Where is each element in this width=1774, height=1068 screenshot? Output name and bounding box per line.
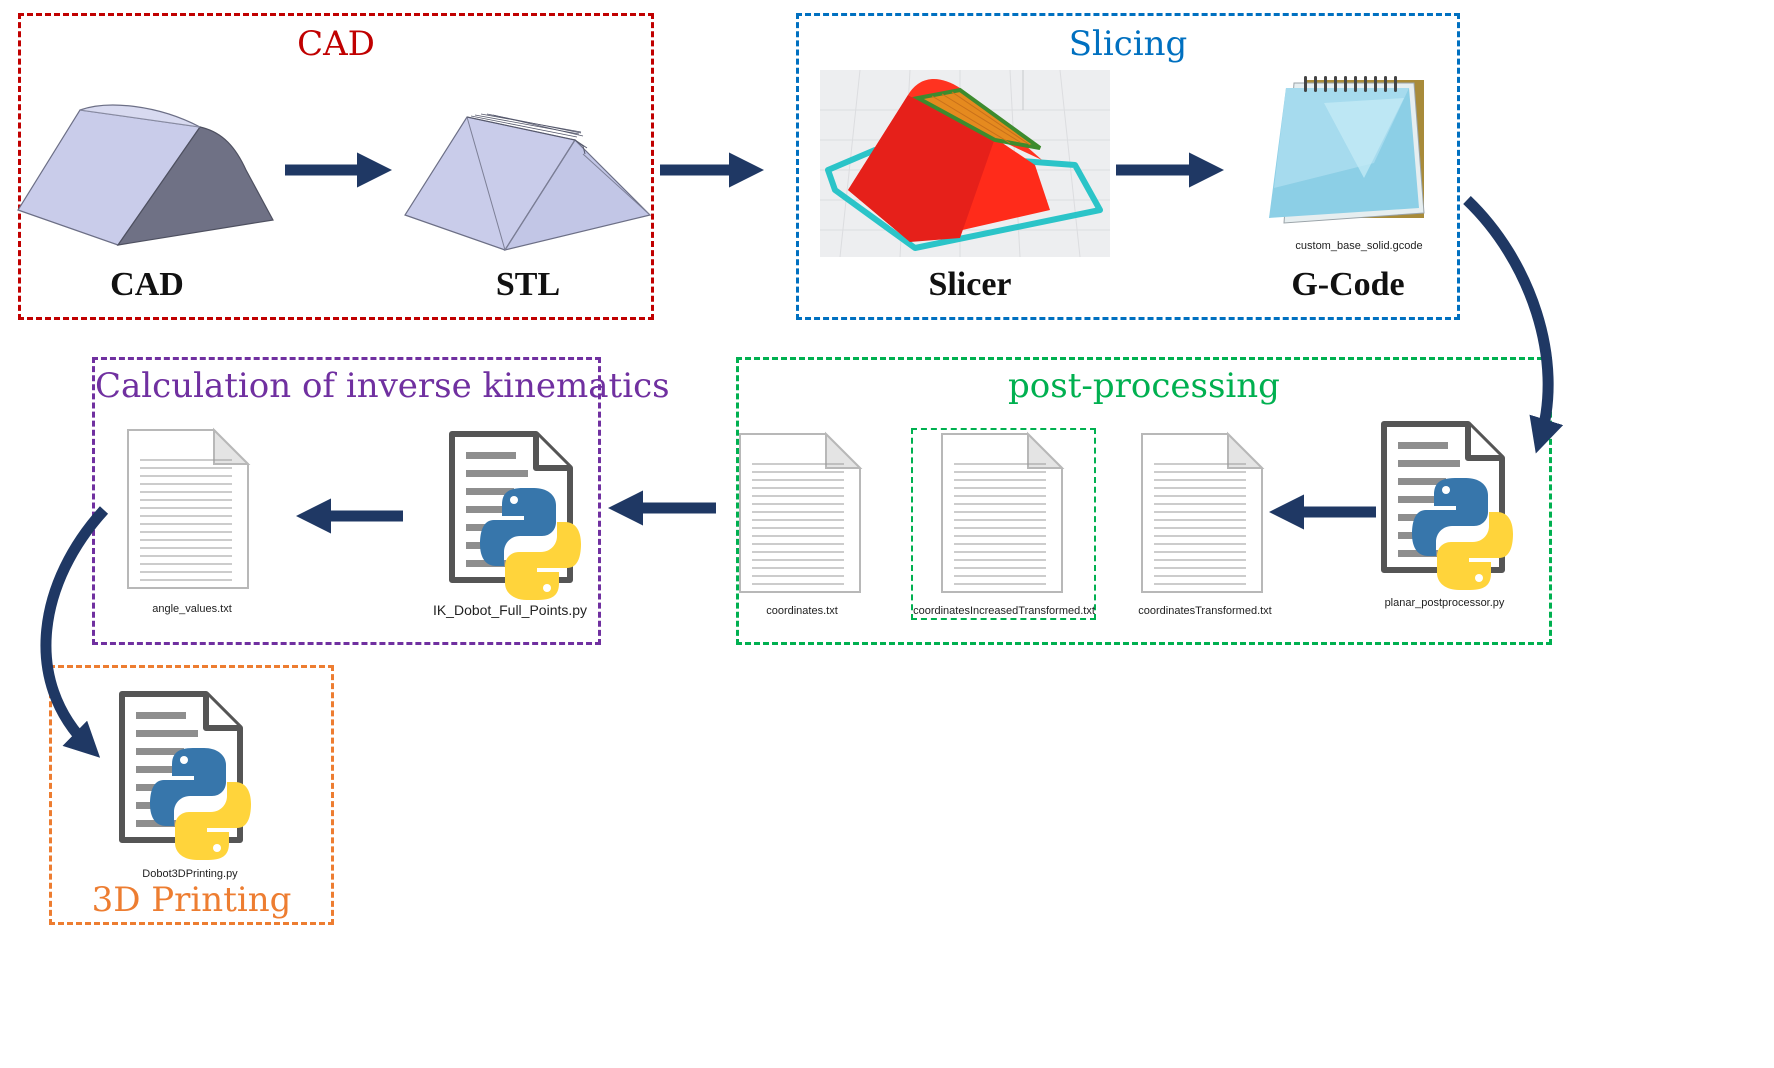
cad-group: CAD [18, 13, 654, 320]
printing-script-file-label: Dobot3DPrinting.py [142, 868, 238, 880]
python-file-icon [1380, 420, 1530, 590]
stl-step-label: STL [495, 266, 561, 303]
post-processing-group: post-processing [736, 357, 1552, 645]
gcode-file-label: custom_base_solid.gcode [1295, 240, 1423, 252]
inverse-kinematics-group: Calculation of inverse kinematics [92, 357, 670, 645]
slicer-preview-icon [820, 69, 1110, 258]
inverse-kinematics-group-title: Calculation of inverse kinematics [95, 366, 670, 406]
prism-mesh-icon [404, 112, 655, 257]
slicing-group-title: Slicing [1068, 24, 1188, 64]
coords-increased-file-label: coordinatesIncreasedTransformed.txt [913, 605, 1095, 617]
slicer-step-label: Slicer [928, 266, 1012, 303]
text-file-icon [940, 431, 1065, 597]
ik-script-file-label: IK_Dobot_Full_Points.py [432, 602, 588, 618]
text-file-icon [126, 427, 251, 593]
printing-group-title: 3D Printing [91, 880, 292, 920]
angles-file-label: angle_values.txt [152, 603, 232, 615]
postprocessor-file-label: planar_postprocessor.py [1384, 597, 1505, 609]
slicing-group: Slicing [796, 13, 1460, 320]
python-file-icon [448, 430, 598, 600]
text-file-icon [1140, 431, 1265, 597]
text-file-icon [738, 431, 863, 597]
post-processing-group-title: post-processing [1008, 366, 1280, 406]
python-file-icon [118, 690, 268, 860]
notepad-icon [1264, 68, 1444, 238]
coords-file-label: coordinates.txt [766, 605, 838, 617]
printing-group: 3D Printing [49, 665, 334, 925]
coords-transformed-file-label: coordinatesTransformed.txt [1138, 605, 1272, 617]
gcode-step-label: G-Code [1291, 266, 1405, 303]
cad-group-title: CAD [297, 24, 375, 64]
highlighted-file-frame [911, 428, 1096, 620]
prism-solid-icon [17, 80, 278, 250]
cad-step-label: CAD [110, 266, 184, 303]
